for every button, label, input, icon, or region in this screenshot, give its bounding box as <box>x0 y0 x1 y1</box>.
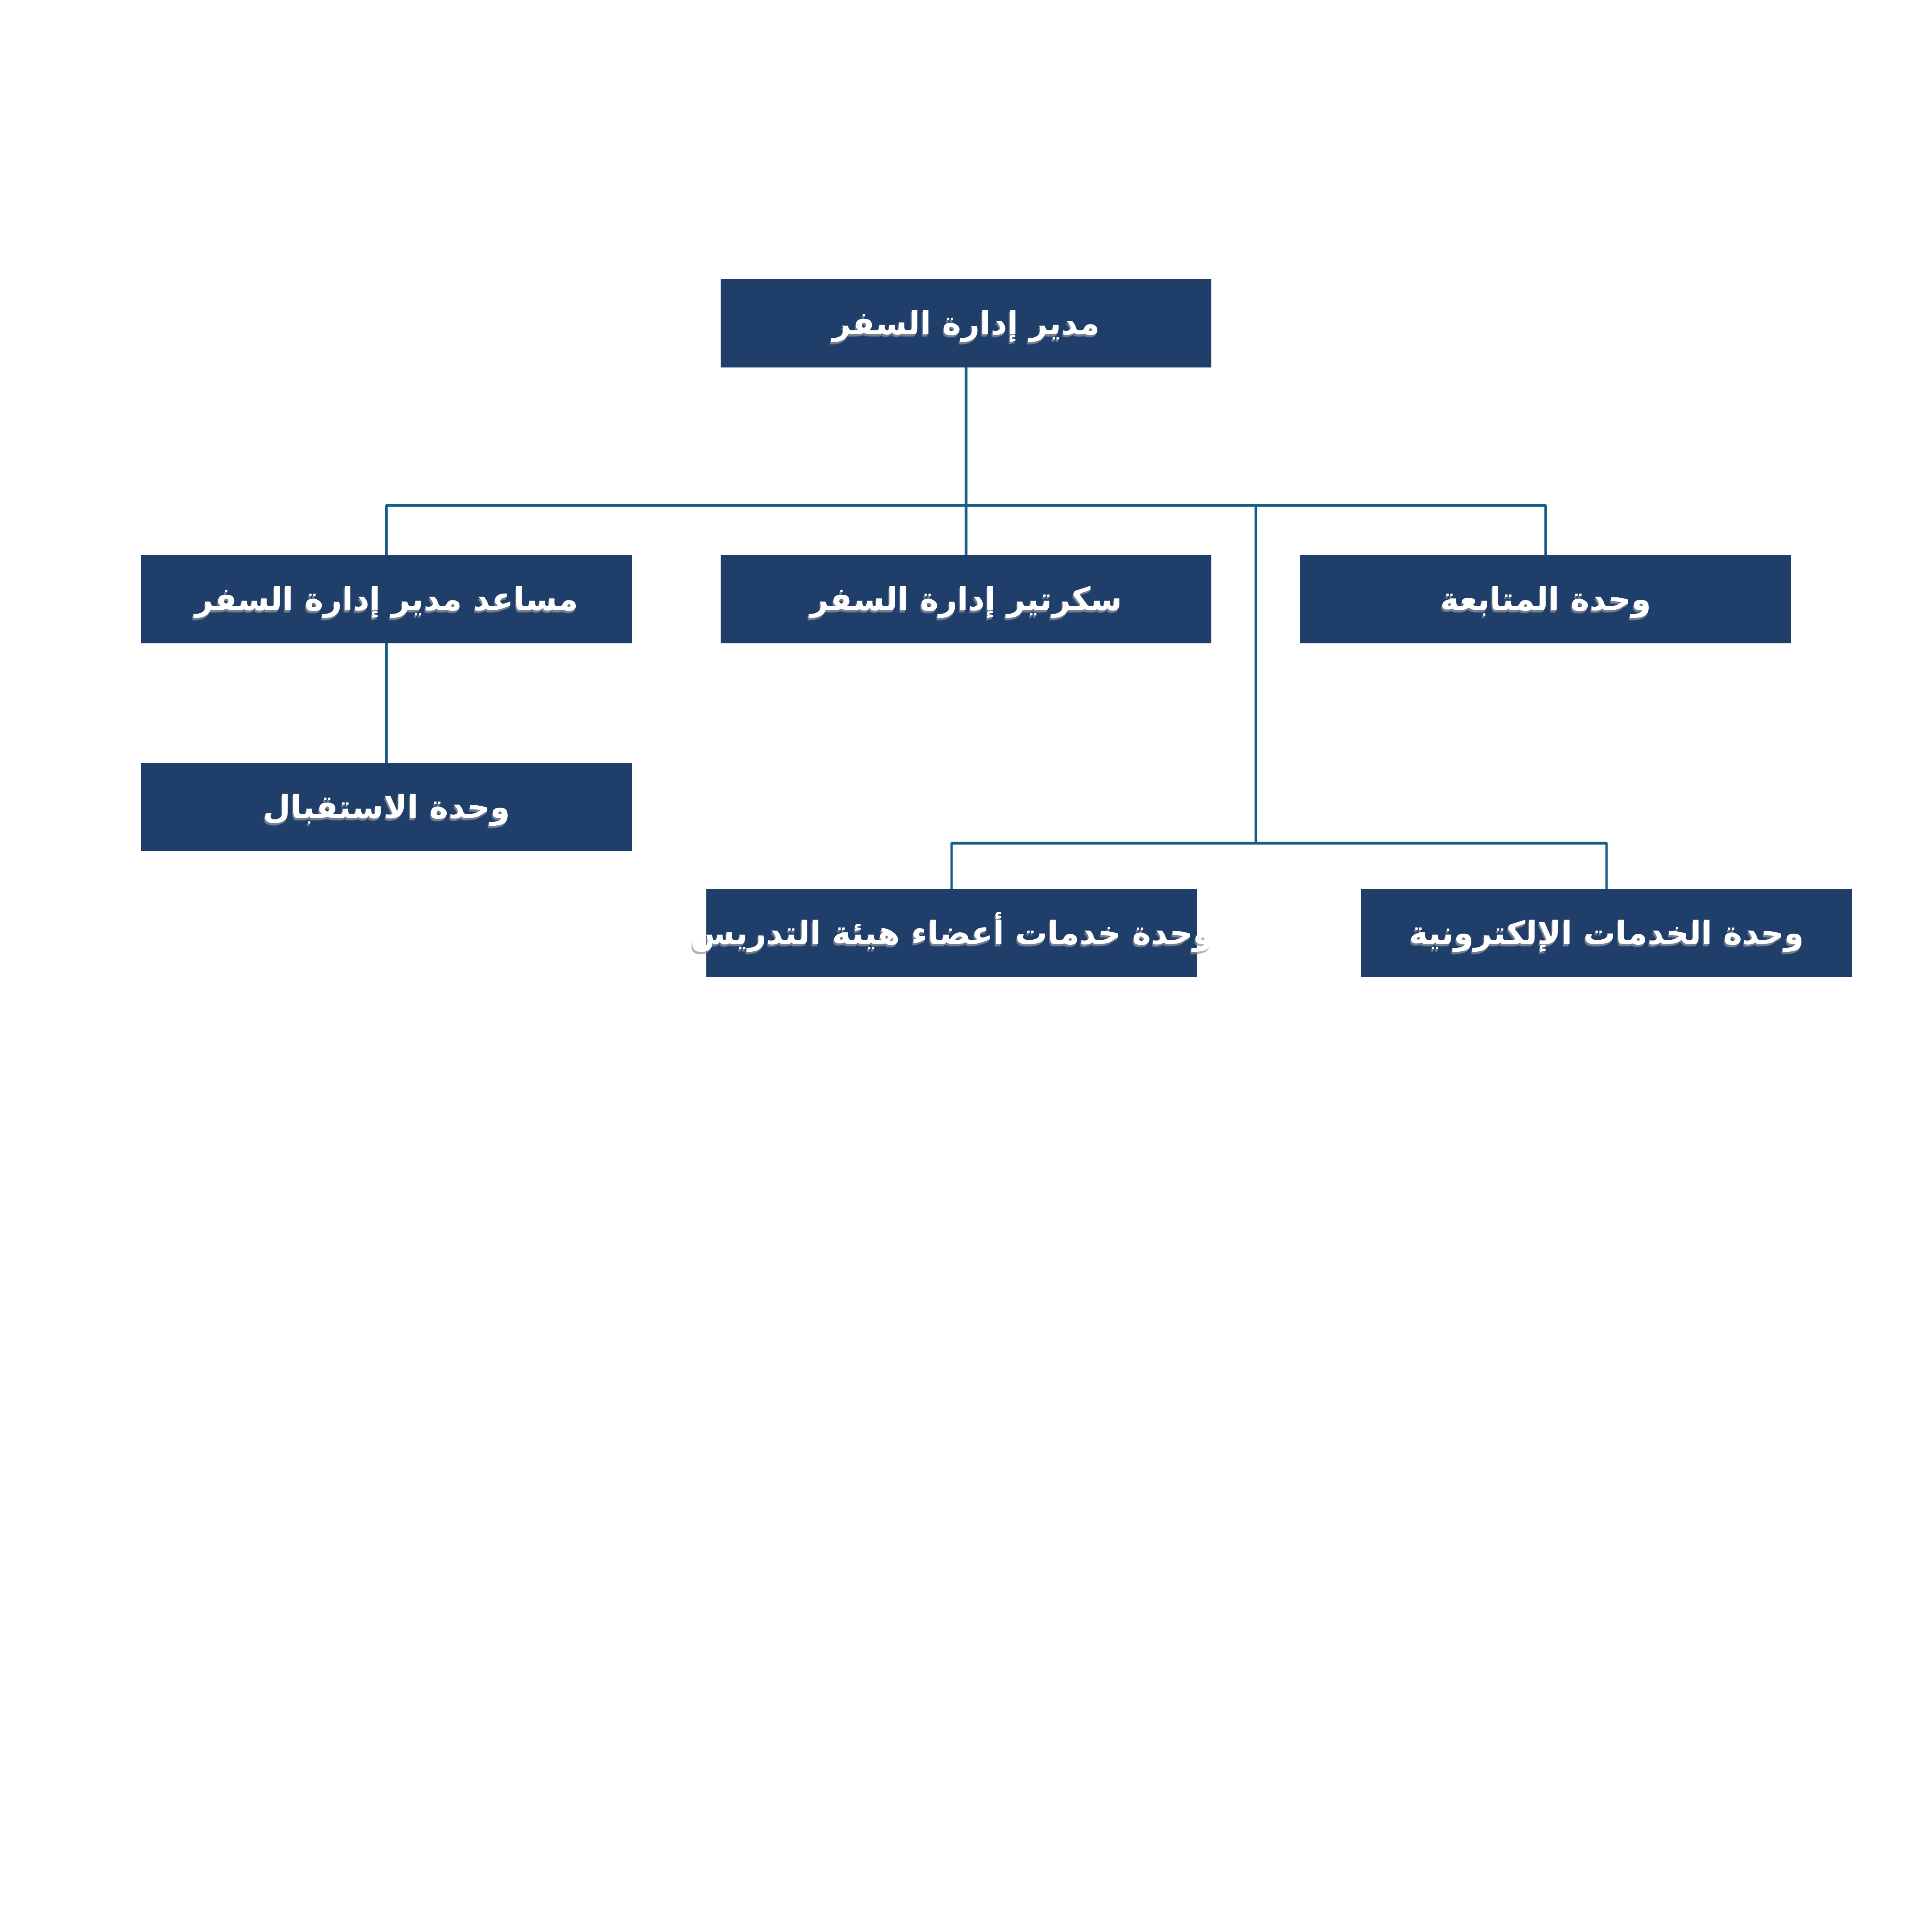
node-reception-unit: وحدة الاستقبال <box>141 763 632 852</box>
node-reception-unit-label: وحدة الاستقبال <box>263 788 510 826</box>
node-faculty-services-unit: وحدة خدمات أعضاء هيئة التدريس <box>690 889 1213 977</box>
node-faculty-services-unit-label: وحدة خدمات أعضاء هيئة التدريس <box>690 914 1213 952</box>
node-follow-up-unit: وحدة المتابعة <box>1300 555 1791 643</box>
node-travel-manager: مدير إدارة السفر <box>721 279 1211 368</box>
node-assistant-manager: مساعد مدير إدارة السفر <box>141 555 632 643</box>
node-follow-up-unit-label: وحدة المتابعة <box>1440 580 1651 618</box>
node-travel-manager-label: مدير إدارة السفر <box>832 304 1100 342</box>
node-secretary-label: سكرتير إدارة السفر <box>810 580 1122 618</box>
connector-eservices-drop <box>1605 843 1608 889</box>
connector-assistant-drop <box>385 505 388 556</box>
org-chart-canvas: مدير إدارة السفر مساعد مدير إدارة السفر … <box>141 279 1852 977</box>
connector-followup-drop <box>1544 505 1547 556</box>
connector-faculty-drop <box>950 843 953 889</box>
node-assistant-manager-label: مساعد مدير إدارة السفر <box>194 580 578 618</box>
connector-level3-horizontal <box>951 842 1607 845</box>
node-secretary: سكرتير إدارة السفر <box>721 555 1211 643</box>
connector-trunk-down <box>1254 505 1257 844</box>
connector-assistant-reception <box>385 643 388 764</box>
connector-secretary-drop <box>964 505 968 556</box>
node-electronic-services-unit: وحدة الخدمات الإلكترونية <box>1361 889 1852 977</box>
node-electronic-services-unit-label: وحدة الخدمات الإلكترونية <box>1409 914 1804 952</box>
connector-manager-down <box>964 367 968 507</box>
